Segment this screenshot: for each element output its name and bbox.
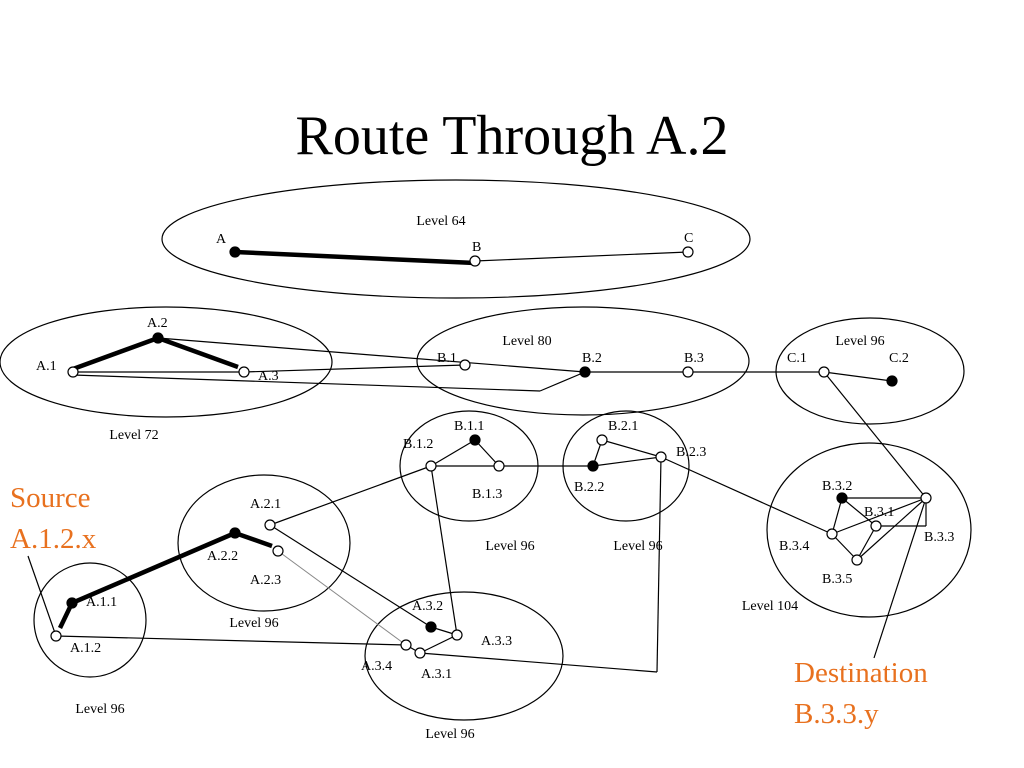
node-label-c: C [684,231,693,246]
node-c [682,246,694,258]
node-label-a11: A.1.1 [86,595,117,610]
cloud-level-72 [0,306,333,418]
node-b3 [682,366,694,378]
level-label-64: Level 64 [416,214,465,229]
node-b34 [826,528,838,540]
node-b11 [469,434,481,446]
node-label-a3: A.3 [258,369,279,384]
node-label-c1: C.1 [787,351,807,366]
cloud-level-64 [161,179,751,299]
node-c1 [818,366,830,378]
route-path [57,249,476,629]
level-label-80: Level 80 [502,334,551,349]
node-label-b23: B.2.3 [676,445,706,460]
destination-label-line2: B.3.3.y [794,698,879,730]
level-label-104: Level 104 [742,599,798,614]
source-label-line1: Source [10,482,91,514]
node-label-a22: A.2.2 [207,549,238,564]
node-label-b13: B.1.3 [472,487,502,502]
node-b32 [836,492,848,504]
node-b22 [587,460,599,472]
node-a33 [451,629,463,641]
level-label-96-a2: Level 96 [229,616,278,631]
node-a3 [238,366,250,378]
cloud-level-96-a1 [33,562,147,678]
node-a23 [272,545,284,557]
node-a [229,246,241,258]
level-label-96-c: Level 96 [835,334,884,349]
node-label-c2: C.2 [889,351,909,366]
cloud-level-104 [766,442,972,618]
node-a31 [414,647,426,659]
cloud-level-96-a2 [177,474,351,612]
node-label-b1: B.1 [437,351,457,366]
cloud-level-80 [416,306,750,416]
node-b13 [493,460,505,472]
node-b21 [596,434,608,446]
node-label-b32: B.3.2 [822,479,852,494]
node-label-b33: B.3.3 [924,530,954,545]
node-label-a32: A.3.2 [412,599,443,614]
node-a2 [152,332,164,344]
node-label-a31: A.3.1 [421,667,452,682]
node-label-b35: B.3.5 [822,572,852,587]
level-label-96-b1: Level 96 [485,539,534,554]
node-label-b: B [472,240,481,255]
node-label-b22: B.2.2 [574,480,604,495]
node-b31 [870,520,882,532]
node-label-a34: A.3.4 [361,659,392,674]
cloud-level-96-c [775,317,965,425]
level-label-72: Level 72 [109,428,158,443]
node-label-a12: A.1.2 [70,641,101,656]
node-b23 [655,451,667,463]
node-a34 [400,639,412,651]
node-b1 [459,359,471,371]
node-label-a1: A.1 [36,359,57,374]
node-b [469,255,481,267]
node-b33 [920,492,932,504]
node-c2 [886,375,898,387]
nodes [50,246,932,659]
level-label-96-a3: Level 96 [425,727,474,742]
node-label-b3: B.3 [684,351,704,366]
destination-label-line1: Destination [794,657,928,689]
slide-title: Route Through A.2 [296,105,729,167]
node-label-a23: A.2.3 [250,573,281,588]
node-a22 [229,527,241,539]
node-b12 [425,460,437,472]
source-label-line2: A.1.2.x [10,523,97,555]
node-b2 [579,366,591,378]
level-label-96-b2: Level 96 [613,539,662,554]
node-b35 [851,554,863,566]
node-a12 [50,630,62,642]
level-label-96-a1: Level 96 [75,702,124,717]
node-label-b21: B.2.1 [608,419,638,434]
node-label-b34: B.3.4 [779,539,809,554]
node-label-a33: A.3.3 [481,634,512,649]
node-a21 [264,519,276,531]
thin-links [27,251,927,673]
node-label-a21: A.2.1 [250,497,281,512]
node-label-b2: B.2 [582,351,602,366]
node-label-b31: B.3.1 [864,505,894,520]
node-label-a: A [216,232,227,247]
node-a32 [425,621,437,633]
node-a1 [67,366,79,378]
node-a11 [66,597,78,609]
cloud-level-96-a3 [364,591,564,721]
node-label-b12: B.1.2 [403,437,433,452]
node-label-b11: B.1.1 [454,419,484,434]
node-label-a2: A.2 [147,316,168,331]
